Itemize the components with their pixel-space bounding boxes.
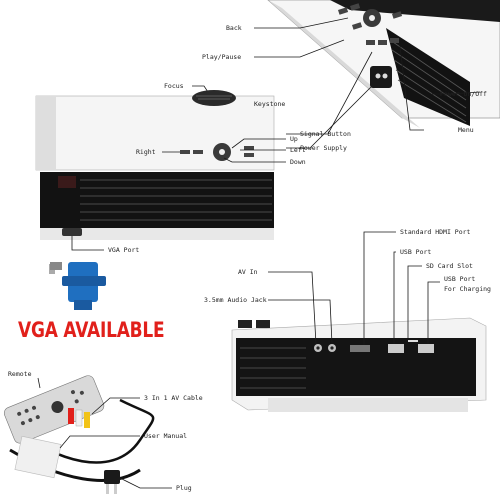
remote-control (3, 375, 105, 444)
projector-top-controls (338, 3, 403, 45)
label-user-manual: User Manual (144, 432, 188, 440)
power-plug (104, 470, 120, 494)
label-sd-card-slot: SD Card Slot (426, 262, 473, 270)
label-down: Down (290, 158, 306, 166)
label-plug: Plug (176, 484, 192, 492)
label-focus: Focus (164, 82, 184, 90)
label-power-supply: Power Supply (300, 144, 347, 152)
label-back: Back (226, 24, 242, 32)
label-standard-hdmi-port: Standard HDMI Port (400, 228, 471, 236)
user-manual (14, 435, 62, 479)
label-audio-jack: 3.5mm Audio Jack (204, 296, 267, 304)
leader-lines-bottom (268, 231, 440, 345)
projector-front-view (35, 90, 275, 240)
label-av-cable: 3 In 1 AV Cable (144, 394, 203, 402)
projector-front-vents (80, 179, 272, 221)
projector-front-controls (180, 143, 254, 161)
usb-charging-port (418, 344, 434, 353)
label-signal-button: Signal Button (300, 130, 351, 138)
vga-cable-connector (49, 262, 106, 310)
leader-lines-middle (71, 138, 286, 251)
vga-available-banner: VGA AVAILABLE (18, 318, 165, 343)
leader-lines-accessories (37, 377, 172, 489)
label-play-pause: Play/Pause (202, 53, 242, 61)
label-av-in: AV In (238, 268, 258, 276)
label-menu: Menu (458, 126, 474, 134)
label-keystone: Keystone (254, 100, 286, 108)
label-remote: Remote (8, 370, 32, 378)
label-left: Left (290, 146, 306, 154)
label-usb-port: USB Port (400, 248, 432, 256)
label-right: Right (136, 148, 156, 156)
vga-port (62, 228, 82, 236)
label-for-charging: For Charging (444, 285, 491, 293)
projector-top-view (267, 0, 500, 128)
projector-top-vents (386, 28, 470, 126)
label-vga-port: VGA Port (108, 246, 140, 254)
usb-port (388, 344, 404, 353)
label-power-on-off: Power On/Off (440, 90, 487, 98)
accessories (3, 375, 155, 494)
focus-wheel (192, 90, 236, 106)
label-up: Up (290, 135, 298, 143)
hdmi-port (350, 345, 370, 352)
label-usb-port-charging: USB Port (444, 275, 476, 283)
projector-rear-view (231, 317, 487, 412)
